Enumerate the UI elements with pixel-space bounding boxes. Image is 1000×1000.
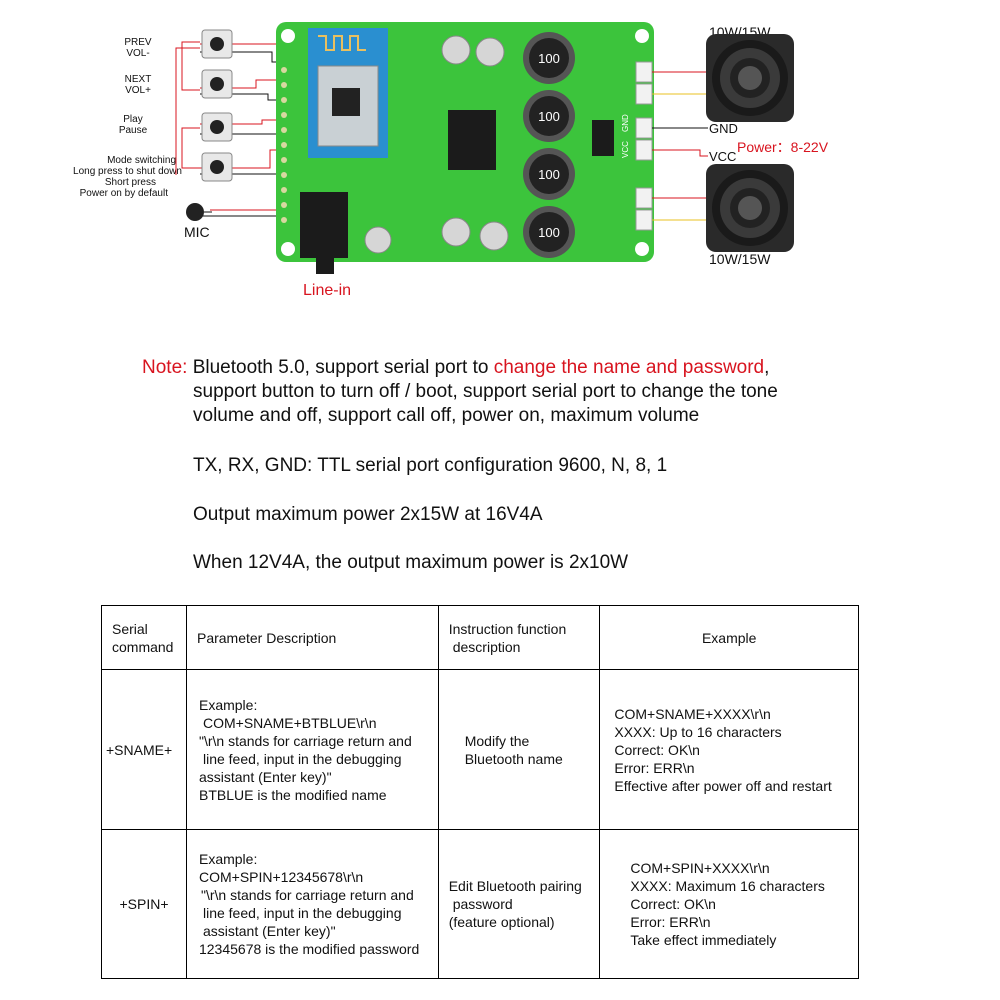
speaker-top-icon xyxy=(706,34,794,122)
gnd-label: GND xyxy=(709,121,738,136)
inductor-label: 100 xyxy=(538,225,560,240)
mode-switch-label: Mode switching Long press to shut down S… xyxy=(73,155,182,199)
inductor-label: 100 xyxy=(538,109,560,124)
serial-config-text: TX, RX, GND: TTL serial port configurati… xyxy=(193,455,668,476)
button-wires xyxy=(175,41,290,211)
mic-icon xyxy=(186,203,212,221)
note-line-2: support button to turn off / boot, suppo… xyxy=(193,381,778,402)
inductor-label: 100 xyxy=(538,51,560,66)
tactile-buttons xyxy=(201,29,233,182)
example-cell: COM+SNAME+XXXX\r\n XXXX: Up to 16 charac… xyxy=(599,669,859,830)
header-example: Example xyxy=(599,605,859,670)
function-cell: Modify the Bluetooth name xyxy=(437,669,601,830)
speaker-bottom-label: 10W/15W xyxy=(709,251,771,267)
function-cell: Edit Bluetooth pairing password (feature… xyxy=(437,829,601,979)
example-cell: COM+SPIN+XXXX\r\n XXXX: Maximum 16 chara… xyxy=(599,829,859,979)
speaker-bottom-icon xyxy=(706,164,794,252)
params-cell: Example: COM+SPIN+12345678\r\n "\r\n sta… xyxy=(185,829,439,979)
board-svg: GND VCC 100 100 100 100 xyxy=(175,22,794,274)
inductor-label: 100 xyxy=(538,167,560,182)
power-label: Power：8-22V xyxy=(737,139,829,155)
line-in-label: Line-in xyxy=(303,282,352,299)
vcc-label: VCC xyxy=(709,149,737,164)
note-block: Note: Bluetooth 5.0, support serial port… xyxy=(142,356,842,428)
note-label: Note: xyxy=(142,357,188,378)
note-text: Bluetooth 5.0, support serial port to xyxy=(192,357,494,378)
pcb-vcc-mark: VCC xyxy=(621,141,630,158)
max-power-text: Output maximum power 2x15W at 16V4A xyxy=(193,504,543,525)
power-12v-text: When 12V4A, the output maximum power is … xyxy=(193,552,629,573)
pcb-board: GND VCC xyxy=(276,22,654,274)
params-cell: Example: COM+SNAME+BTBLUE\r\n "\r\n stan… xyxy=(185,669,439,830)
pcb-gnd-mark: GND xyxy=(621,114,630,132)
header-parameter-description: Parameter Description xyxy=(185,605,439,670)
note-line-1: Note: Bluetooth 5.0, support serial port… xyxy=(142,356,842,380)
note-comma: , xyxy=(764,357,770,378)
table-row: +SPIN+ Example: COM+SPIN+12345678\r\n "\… xyxy=(101,829,859,979)
command-cell: +SNAME+ xyxy=(101,669,187,830)
note-highlight: change the name and password xyxy=(493,357,765,378)
mic-label: MIC xyxy=(184,224,210,240)
table-row: +SNAME+ Example: COM+SNAME+BTBLUE\r\n "\… xyxy=(101,669,859,830)
note-line-3: volume and off, support call off, power … xyxy=(193,405,700,426)
inductors: 100 100 100 100 xyxy=(523,32,575,258)
command-cell: +SPIN+ xyxy=(101,829,187,979)
